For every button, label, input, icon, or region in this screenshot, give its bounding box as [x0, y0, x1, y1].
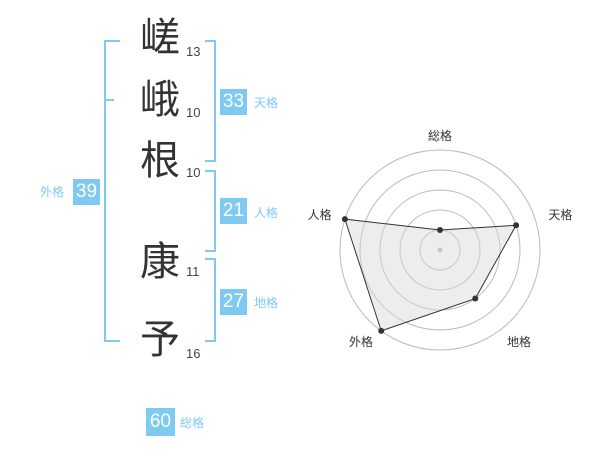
stroke-count-2: 10 [186, 105, 201, 120]
radar-grid-ring-3 [379, 189, 501, 311]
radar-grid-ring-4 [359, 169, 521, 331]
radar-point-4 [378, 327, 385, 334]
radar-axis-label-3: 地格 [507, 334, 531, 349]
stroke-count-3: 10 [186, 165, 201, 180]
radar-point-5 [341, 216, 348, 223]
tenkaku-label: 天格 [254, 96, 279, 110]
jinkaku-value: 21 [220, 198, 247, 224]
gaikaku-label: 外格 [40, 185, 65, 199]
jinkaku-label: 人格 [254, 206, 279, 220]
chikaku-value: 27 [220, 289, 247, 315]
radar-grid-ring-2 [399, 209, 481, 291]
radar-point-1 [437, 227, 443, 233]
chikaku-label: 地格 [254, 296, 279, 310]
gaikaku-bracket [104, 40, 120, 342]
tenkaku-bracket [205, 40, 216, 162]
name-char-2: 峨 [140, 77, 180, 123]
radar-center-dot [437, 247, 443, 253]
name-char-1: 嵯 [140, 15, 180, 61]
chikaku-bracket [205, 258, 216, 342]
radar-grid-ring-5 [339, 149, 541, 351]
radar-axis-label-4: 外格 [349, 334, 373, 349]
jinkaku-bracket [205, 170, 216, 252]
radar-axis-label-2: 天格 [548, 207, 572, 222]
stroke-count-4: 11 [186, 264, 200, 279]
radar-axis-label-5: 人格 [308, 207, 332, 222]
gaikaku-bracket-tick [104, 99, 114, 101]
soukaku-label: 総格 [180, 416, 205, 430]
stroke-count-5: 16 [186, 346, 201, 361]
radar-axis-label-1: 総格 [428, 128, 452, 143]
name-char-3: 根 [140, 138, 180, 184]
stroke-count-1: 13 [186, 44, 201, 59]
name-char-5: 予 [140, 317, 180, 363]
radar-point-2 [513, 222, 520, 229]
radar-point-3 [472, 295, 479, 302]
tenkaku-value: 33 [220, 89, 247, 115]
soukaku-value: 60 [146, 408, 175, 436]
radar-series-area [344, 218, 517, 332]
gaikaku-value: 39 [73, 179, 100, 205]
name-char-4: 康 [140, 239, 180, 285]
